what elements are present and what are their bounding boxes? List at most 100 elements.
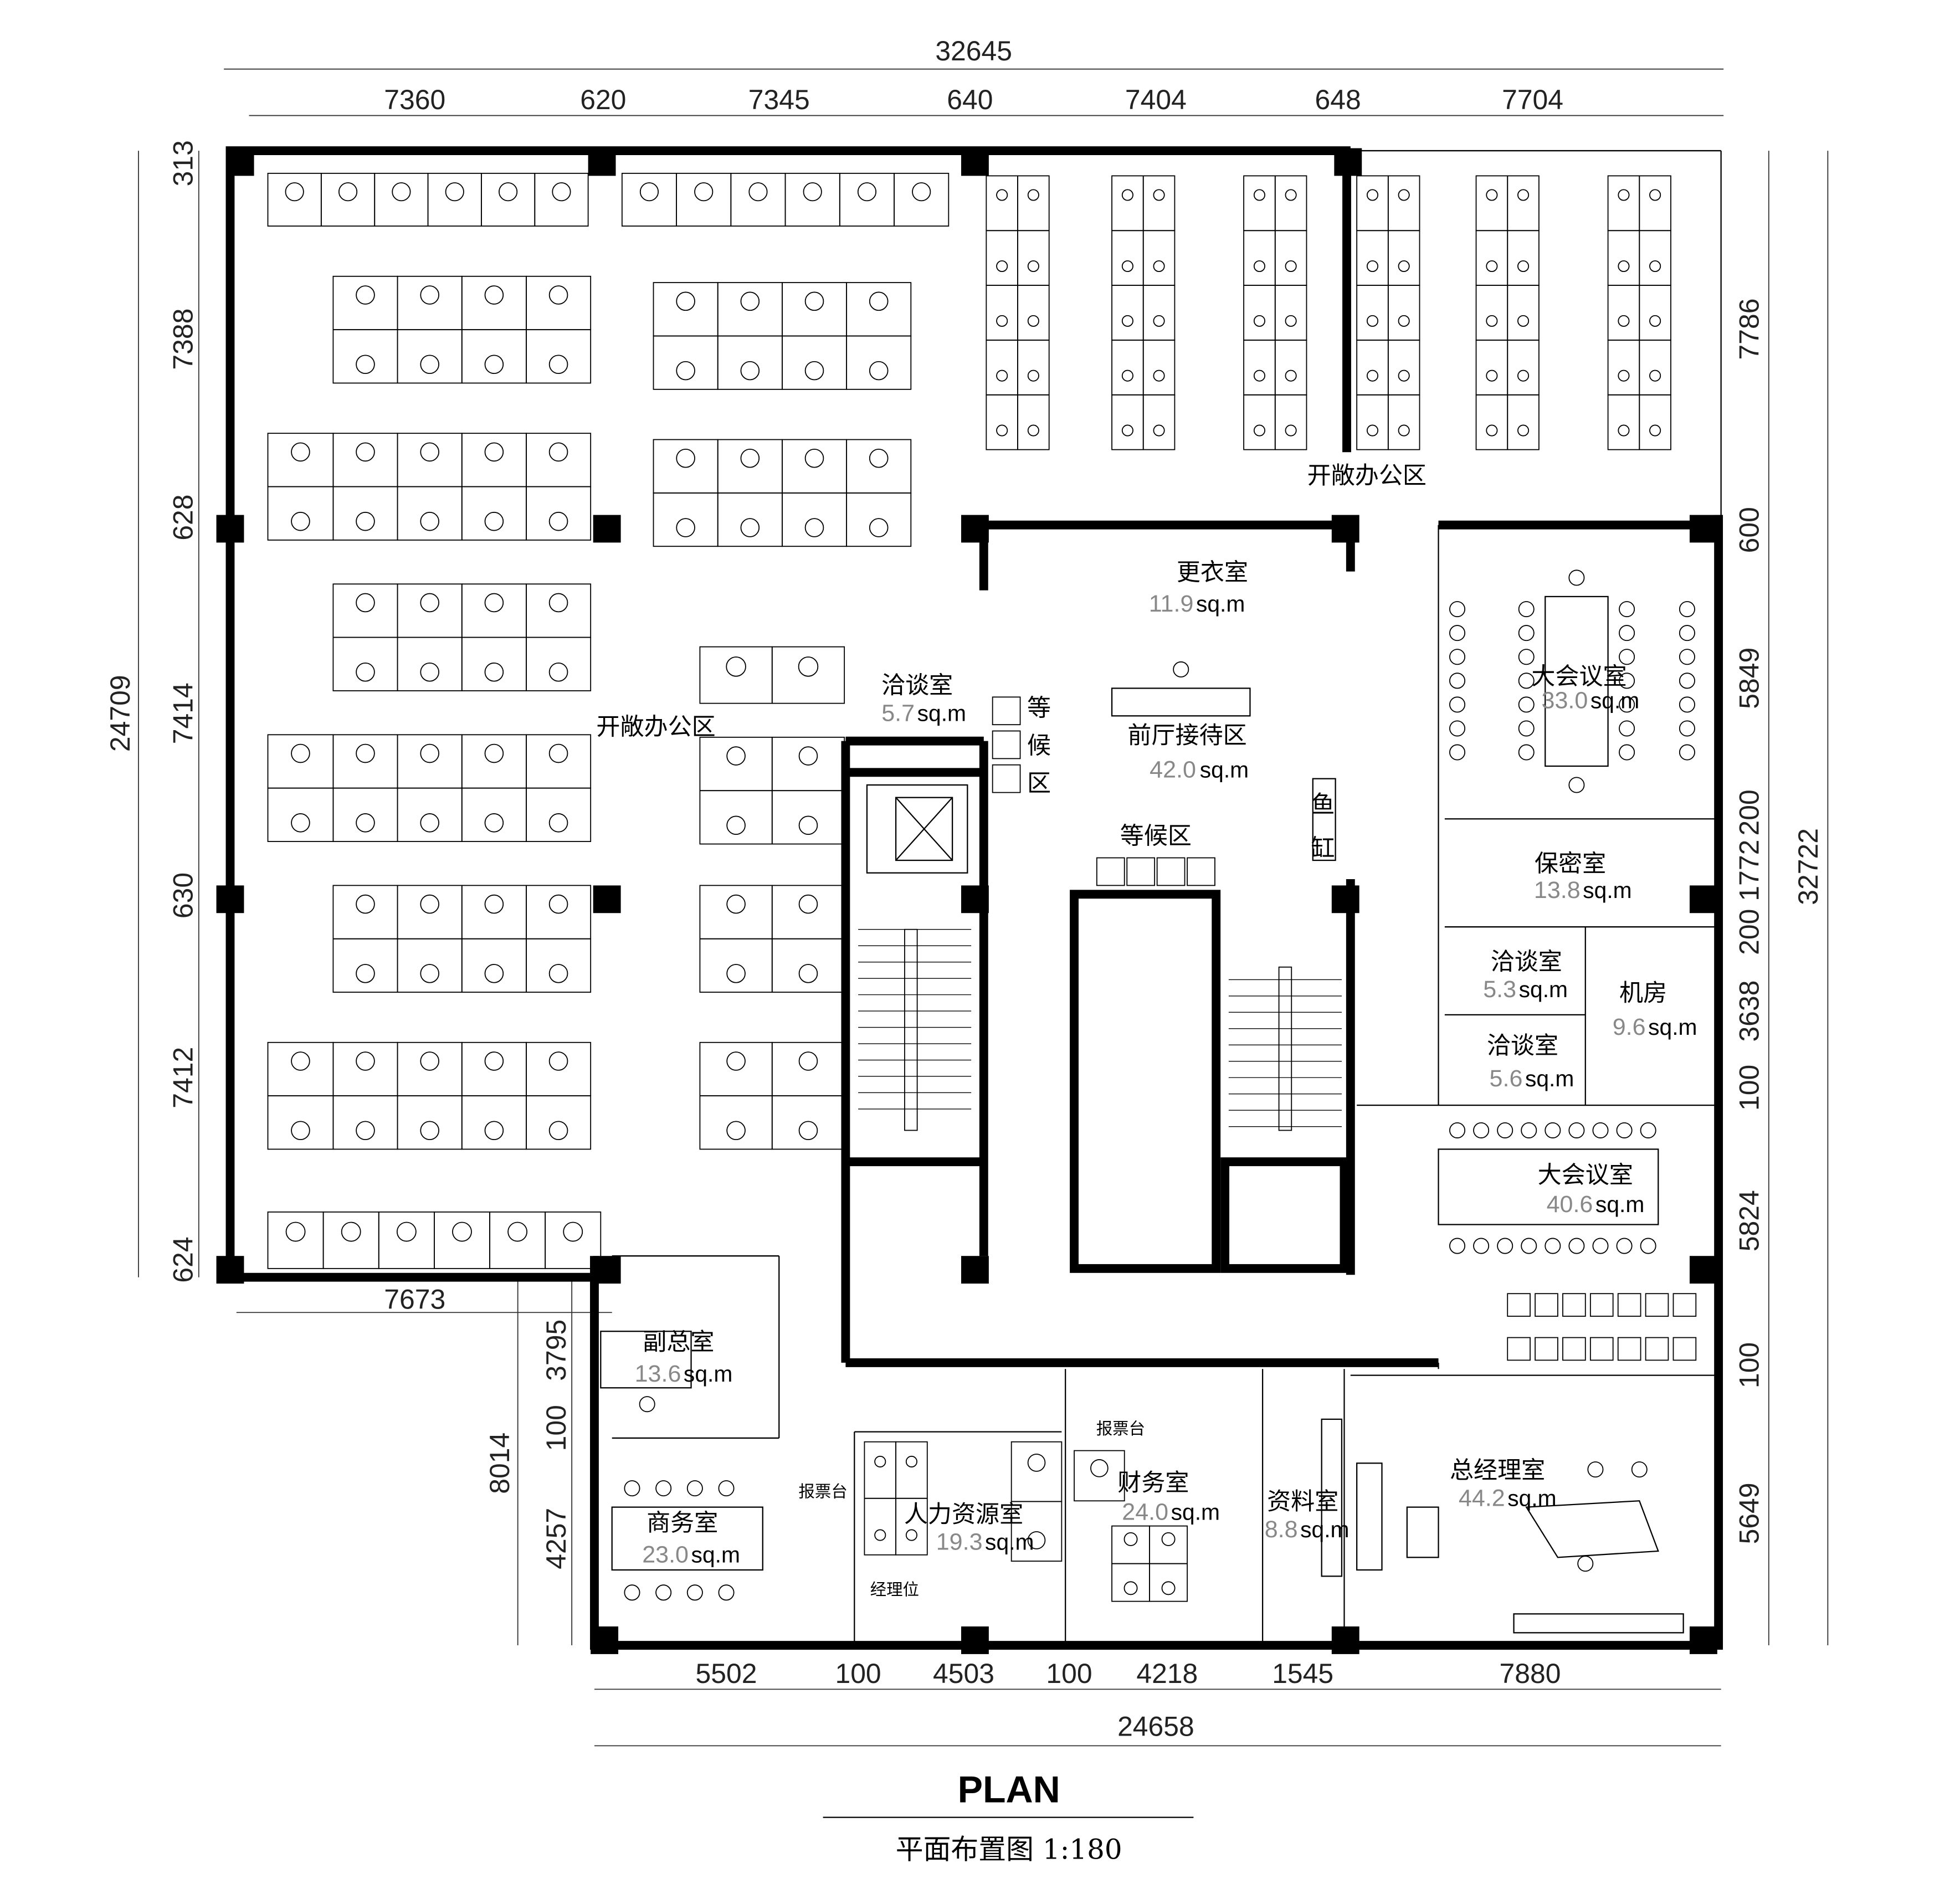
chair-icon: [1486, 315, 1498, 327]
dimension-lines: [138, 68, 1829, 1747]
chair-icon: [748, 182, 768, 202]
chair-icon: [484, 593, 504, 613]
chair-icon: [1449, 601, 1466, 618]
dim-left-lower: 3795: [541, 1320, 572, 1381]
chair-icon: [1153, 315, 1165, 327]
chair-icon: [1618, 189, 1630, 201]
chair-icon: [356, 662, 375, 682]
structural-columns: [216, 148, 1717, 1654]
chair-icon: [1398, 315, 1410, 327]
area-changing: 11.9: [1149, 591, 1194, 617]
workstation-cluster: [267, 172, 589, 227]
workstation-cluster: [267, 1211, 602, 1269]
chair-icon: [869, 448, 889, 468]
chair-icon: [798, 964, 818, 983]
chair-icon: [548, 1121, 568, 1141]
chair-icon: [1253, 260, 1265, 273]
chair-icon: [484, 442, 504, 462]
chair-icon: [718, 1584, 735, 1601]
chair-icon: [1679, 601, 1695, 618]
chair-icon: [484, 355, 504, 374]
sofa-seat: [992, 730, 1021, 759]
unit-sqm: sq.m: [691, 1542, 740, 1567]
chair-icon: [1153, 424, 1165, 437]
unit-sqm: sq.m: [1171, 1499, 1220, 1525]
seat: [1589, 1337, 1614, 1361]
workstation-cluster: [699, 736, 845, 845]
column: [216, 885, 244, 913]
chair-icon: [726, 964, 746, 983]
dim-top: 648: [1315, 84, 1361, 115]
chair-icon: [905, 1529, 917, 1541]
area-conference-2: 40.6: [1547, 1191, 1593, 1218]
chair-icon: [1121, 260, 1133, 273]
chair-icon: [740, 518, 760, 537]
fish-tank: [1312, 778, 1336, 861]
chair-icon: [676, 291, 695, 311]
chair-icon: [356, 743, 375, 763]
chair-icon: [996, 369, 1008, 382]
column: [1331, 515, 1359, 543]
chair-icon: [1592, 1238, 1609, 1254]
desk: [545, 1211, 602, 1269]
dim-right: 5824: [1734, 1190, 1765, 1251]
chair-icon: [1121, 189, 1133, 201]
chair-icon: [996, 260, 1008, 273]
workstation-cluster: [621, 172, 950, 227]
chair-icon: [798, 894, 818, 914]
chair-icon: [1618, 369, 1630, 382]
ticket-desk-label: 报票台: [1096, 1419, 1145, 1438]
conference-table: [1545, 596, 1609, 767]
chair-icon: [1253, 369, 1265, 382]
chair-icon: [1619, 601, 1635, 618]
chair-icon: [1518, 696, 1535, 713]
seat: [1672, 1337, 1697, 1361]
chair-icon: [869, 291, 889, 311]
chair-icon: [548, 662, 568, 682]
room-waiting-1: 区: [1027, 769, 1051, 797]
chair-icon: [1679, 696, 1695, 713]
workstation-cluster: [1243, 175, 1307, 450]
chair-icon: [1123, 1532, 1138, 1546]
dim-left: 630: [167, 872, 198, 918]
chair-icon: [291, 1051, 310, 1071]
room-meeting-small-2: 洽谈室: [1491, 948, 1562, 976]
desk: [534, 172, 589, 227]
room-secure: 保密室: [1535, 850, 1606, 877]
chair-icon: [420, 662, 439, 682]
chair-icon: [1649, 424, 1661, 437]
chair-icon: [1449, 649, 1466, 665]
chair-icon: [869, 518, 889, 537]
chair-icon: [1473, 1238, 1490, 1254]
chair-icon: [1027, 424, 1039, 437]
chair-icon: [420, 1121, 439, 1141]
chair-icon: [548, 964, 568, 983]
chair-icon: [1173, 661, 1189, 678]
chair-icon: [1592, 1122, 1609, 1138]
chair-icon: [804, 448, 824, 468]
area-meeting-small-2: 5.3: [1483, 976, 1516, 1003]
chair-icon: [726, 1121, 746, 1141]
chair-icon: [1517, 315, 1530, 327]
plan-subtitle: 平面布置图 1:180: [896, 1833, 1122, 1865]
chair-icon: [484, 1051, 504, 1071]
desk: [1149, 1563, 1188, 1602]
column: [593, 885, 621, 913]
chair-icon: [484, 743, 504, 763]
chair-icon: [1619, 649, 1635, 665]
unit-sqm: sq.m: [1507, 1485, 1556, 1511]
chair-icon: [798, 1051, 818, 1071]
dim-bottom: 4218: [1136, 1658, 1198, 1689]
chair-icon: [1619, 720, 1635, 737]
desk: [1387, 394, 1420, 450]
workstation-cluster: [1607, 175, 1671, 450]
area-server: 9.6: [1613, 1014, 1646, 1040]
dim-left: 313: [167, 140, 198, 186]
workstation-cluster: [699, 1041, 845, 1150]
chair-icon: [1616, 1122, 1633, 1138]
dim-bottom-total: 24658: [1117, 1711, 1194, 1742]
archive-shelf: [1321, 1418, 1343, 1577]
chair-icon: [548, 285, 568, 305]
chair-icon: [548, 593, 568, 613]
dim-left-lower-total: 8014: [484, 1433, 515, 1494]
